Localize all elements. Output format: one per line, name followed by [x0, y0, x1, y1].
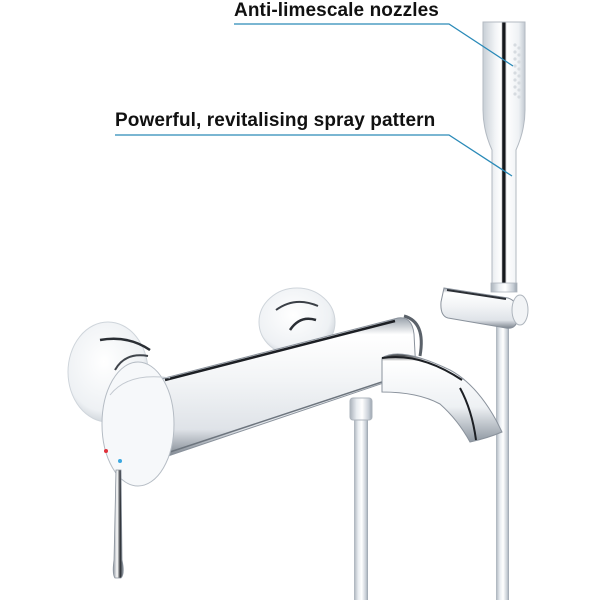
hand-shower: [482, 21, 526, 293]
shower-hose: [496, 320, 509, 600]
mixer-body: [125, 317, 417, 458]
callout-leader-2: [115, 134, 513, 177]
spray-nozzles: [513, 43, 521, 99]
hot-indicator-dot: [104, 449, 108, 453]
cold-indicator-dot: [118, 459, 122, 463]
mixer-lever: [112, 469, 124, 579]
mixer-hose-outlet: [354, 410, 368, 600]
callout-leader-1: [234, 23, 514, 67]
callout-spray-pattern: Powerful, revitalising spray pattern: [115, 110, 436, 131]
callout-anti-limescale-nozzles: Anti-limescale nozzles: [234, 0, 439, 21]
bath-spout: [381, 353, 503, 443]
mixer-end-ring: [403, 314, 423, 357]
hose-nut: [349, 397, 373, 421]
shower-holder: [440, 287, 529, 329]
temperature-handle: [101, 361, 175, 487]
